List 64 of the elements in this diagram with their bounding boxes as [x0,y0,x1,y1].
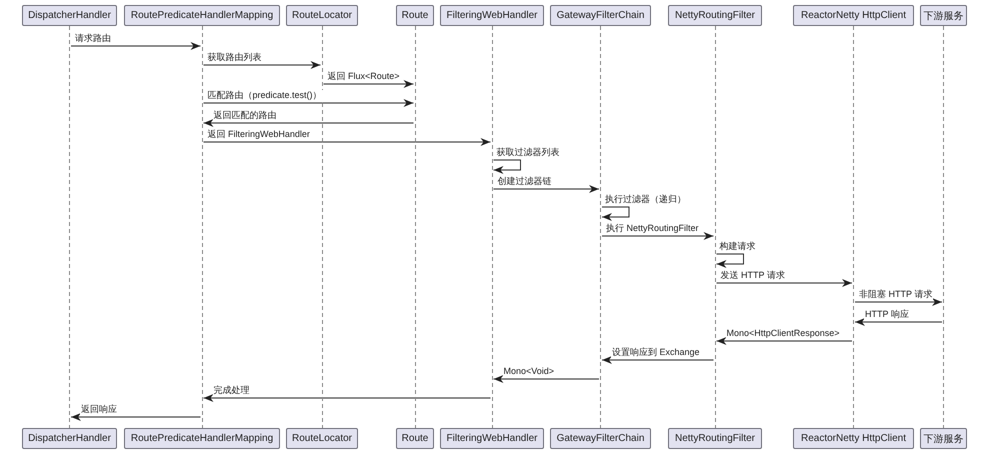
edge-label: 构建请求 [718,241,756,252]
self-message-arrow [602,206,630,221]
edge-label: 返回 FilteringWebHandler [206,129,311,140]
participant-box: FilteringWebHandler [440,428,544,449]
edge-label: 返回响应 [80,404,118,415]
lifeline [852,26,855,428]
participant-box: FilteringWebHandler [440,5,544,26]
edge-label: Mono<Void> [502,366,556,377]
lifeline [942,26,945,428]
self-message-arrow [493,160,521,174]
lifeline [490,26,494,428]
message-arrow [716,337,852,345]
participant-box: RoutePredicateHandlerMapping [124,5,280,26]
message-arrow [493,375,600,383]
lifeline [68,26,71,428]
edge-label: 执行 NettyRoutingFilter [605,223,700,234]
participant-box: RouteLocator [286,5,358,26]
participant-box: ReactorNetty HttpClient [793,5,914,26]
lifeline [414,26,416,428]
edge-label: 创建过滤器链 [496,176,552,187]
participant-box: Route [396,5,434,26]
edge-label: 设置响应到 Exchange [611,347,701,358]
participant-box: NettyRoutingFilter [668,428,762,449]
edge-label: 匹配路由（predicate.test()） [206,90,323,101]
self-message-arrow [716,254,744,268]
participant-box: GatewayFilterChain [550,428,651,449]
message-arrow [854,318,942,326]
edge-label: HTTP 响应 [864,309,910,320]
participant-box: DispatcherHandler [22,5,117,26]
participant-box: GatewayFilterChain [550,5,651,26]
participant-box: 下游服务 [920,5,967,26]
edge-label: 非阻塞 HTTP 请求 [858,289,934,300]
edge-label: Mono<HttpClientResponse> [726,328,841,339]
lifeline [320,26,324,428]
message-arrow [602,232,714,240]
participant-box: DispatcherHandler [22,428,117,449]
edge-label: 返回匹配的路由 [212,110,278,121]
participant-box: NettyRoutingFilter [668,5,762,26]
lifeline [200,26,204,428]
edge-label: 发送 HTTP 请求 [720,270,786,281]
participant-box: Route [396,428,434,449]
message-arrow [203,99,414,107]
edge-label: 完成处理 [212,385,250,396]
message-arrow [203,61,321,69]
edge-label: 返回 Flux<Route> [326,71,401,82]
edge-label: 获取路由列表 [206,52,262,63]
participant-box: RouteLocator [286,428,358,449]
lifeline [714,26,716,428]
participant-box: ReactorNetty HttpClient [793,428,914,449]
message-arrow [70,413,201,421]
lifeline [599,26,602,428]
message-arrow [203,119,414,127]
message-arrow [854,298,942,306]
message-arrow [203,138,491,146]
message-arrow [493,185,600,193]
message-arrow [602,356,714,364]
participant-box: 下游服务 [920,428,967,449]
message-arrow [716,279,852,287]
participant-box: RoutePredicateHandlerMapping [124,428,280,449]
message-arrow [323,80,414,88]
message-arrow [70,42,201,50]
message-arrow [203,394,491,402]
edge-label: 获取过滤器列表 [496,147,560,158]
edge-label: 请求路由 [74,33,112,44]
